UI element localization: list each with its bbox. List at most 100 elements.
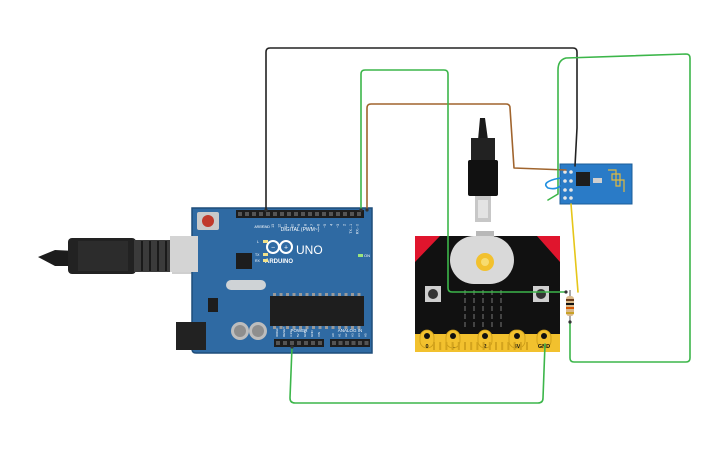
- edge-pad-label: 2: [483, 344, 486, 350]
- aref-label: AREF: [254, 225, 263, 229]
- power-header-label: POWER: [290, 328, 308, 333]
- power-pin-label: GND: [310, 330, 314, 338]
- crystal-oscillator: [226, 280, 266, 290]
- digital-pin-label: ~10: [291, 224, 295, 230]
- resistor[interactable]: [566, 290, 574, 322]
- wire-green-vcc[interactable]: [547, 53, 691, 363]
- button-b[interactable]: [533, 286, 549, 302]
- led: [500, 314, 502, 319]
- header-hole: [343, 212, 347, 216]
- chip-pin: [338, 293, 341, 296]
- chip-pin: [299, 293, 302, 296]
- header-hole: [315, 212, 319, 216]
- led: [491, 306, 493, 311]
- led: [491, 298, 493, 303]
- arduino-model: UNO: [296, 243, 323, 257]
- chip-pin: [292, 293, 296, 296]
- chip-pin: [357, 293, 361, 296]
- header-hole: [287, 212, 291, 216]
- digital-pin-label: ~6: [317, 224, 321, 228]
- microbit-corner-tl: [415, 236, 440, 262]
- usb-interface-chip: [236, 253, 252, 269]
- header-hole: [351, 341, 356, 345]
- pad-hole: [450, 333, 456, 339]
- led: [482, 306, 484, 311]
- header-hole: [357, 212, 361, 216]
- edge-finger: [457, 342, 460, 350]
- edge-finger: [445, 342, 448, 350]
- header-hole: [301, 212, 305, 216]
- header-hole: [297, 341, 301, 345]
- chip-pin: [299, 326, 302, 329]
- chip-pin: [273, 326, 276, 329]
- edge-finger: [433, 342, 435, 350]
- chip-pin: [279, 293, 283, 296]
- header-hole: [259, 212, 263, 216]
- header-hole: [273, 212, 277, 216]
- led: [482, 322, 484, 327]
- digital-header[interactable]: [236, 210, 364, 218]
- wire-green-gnd[interactable]: [289, 343, 546, 404]
- power-pin-label: GND: [303, 330, 307, 338]
- chip-pin: [357, 326, 361, 329]
- usb-plug-head: [134, 240, 174, 272]
- reset-button[interactable]: [202, 215, 214, 227]
- svg-text:RX: RX: [255, 259, 261, 263]
- ethernet-cable[interactable]: [468, 118, 498, 222]
- analog-pin-label: A2: [344, 333, 348, 337]
- button-a[interactable]: [425, 286, 441, 302]
- chip-pin: [325, 293, 328, 296]
- led: [500, 322, 502, 327]
- wire-yellow[interactable]: [570, 203, 579, 293]
- led: [482, 314, 484, 319]
- svg-text:ON: ON: [364, 253, 370, 258]
- header-hole: [350, 212, 354, 216]
- microbit-board[interactable]: 0123VGND: [415, 236, 560, 352]
- chip-pin: [286, 293, 289, 296]
- edge-finger: [513, 342, 516, 350]
- header-hole: [304, 341, 308, 345]
- pad-hole: [482, 333, 488, 339]
- dc-motor[interactable]: [450, 231, 514, 284]
- analog-pin-label: A4: [357, 333, 361, 337]
- wire-brown-tx[interactable]: [366, 103, 567, 211]
- edge-finger: [519, 342, 522, 350]
- power-pin-label: 3.3V: [289, 331, 293, 337]
- led: [464, 306, 466, 311]
- chip-pin: [338, 326, 341, 329]
- header-hole: [311, 341, 315, 345]
- header-hole: [364, 341, 369, 345]
- digital-pin-label: RX←0: [356, 224, 360, 234]
- header-hole: [322, 212, 326, 216]
- analog-pin-label: A3: [351, 333, 355, 337]
- analog-pin-label: A0: [331, 333, 335, 337]
- digital-pin-label: 12: [278, 224, 282, 228]
- led: [473, 306, 475, 311]
- led: [464, 322, 466, 327]
- led: [491, 314, 493, 319]
- edge-finger: [488, 342, 491, 350]
- analog-header[interactable]: [330, 339, 370, 347]
- edge-finger: [439, 342, 442, 350]
- led: [464, 314, 466, 319]
- led: [491, 322, 493, 327]
- header-hole: [308, 212, 312, 216]
- led: [500, 306, 502, 311]
- svg-text:+: +: [284, 245, 288, 252]
- digital-pin-label: ~3: [336, 224, 340, 228]
- wire-black-gnd[interactable]: [265, 47, 578, 211]
- svg-text:−: −: [271, 245, 275, 252]
- voltage-regulator: [208, 298, 218, 312]
- wire-blue-loop[interactable]: [544, 177, 561, 190]
- digital-pin-label: 13: [271, 224, 275, 228]
- esp-chip: [576, 172, 590, 186]
- wire-green-rx[interactable]: [360, 69, 567, 293]
- digital-pin-label: 8: [304, 224, 308, 226]
- chip-pin: [344, 326, 348, 329]
- power-pin-label: IOREF: [275, 328, 279, 337]
- esp8266-wifi-module[interactable]: [559, 163, 633, 205]
- chip-pin: [331, 293, 335, 296]
- digital-pin-label: TX→1: [349, 224, 353, 234]
